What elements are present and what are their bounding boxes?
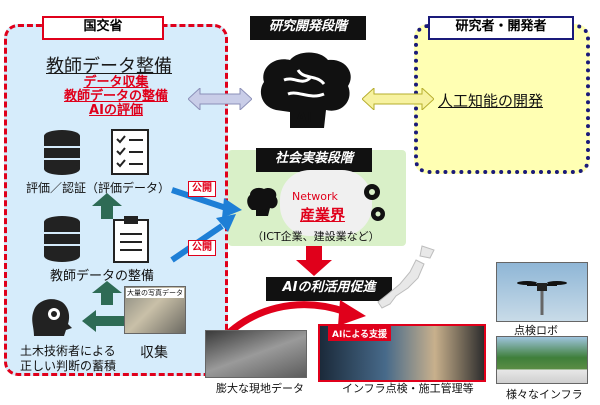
various-infra-caption: 様々なインフラ bbox=[506, 388, 583, 401]
database-icon bbox=[44, 130, 80, 175]
arrow-up-icon bbox=[92, 281, 122, 305]
ai-development-label: 人工知能の開発 bbox=[438, 92, 544, 110]
developer-title: 研究者・開発者 bbox=[428, 16, 574, 40]
evaluation-database-icons bbox=[44, 129, 149, 175]
drone-icon bbox=[517, 281, 567, 315]
japan-map-icon bbox=[377, 245, 435, 309]
double-arrow-icon bbox=[362, 88, 434, 110]
network-cloud bbox=[280, 170, 372, 236]
ministry-title: 国交省 bbox=[42, 16, 164, 40]
gear-icon bbox=[364, 184, 385, 221]
evaluation-label: 評価／認証（評価データ） bbox=[26, 181, 171, 195]
task-item-collect: データ収集 bbox=[83, 75, 149, 90]
arrow-left-icon bbox=[82, 310, 124, 332]
social-stage-title: 社会実装段階 bbox=[256, 148, 372, 172]
ai-brain-icon bbox=[260, 52, 351, 128]
ai-support-badge: AIによる支援 bbox=[328, 326, 392, 341]
task-item-prepare: 教師データの整備 bbox=[63, 89, 168, 104]
field-data-caption: 膨大な現地データ bbox=[216, 382, 304, 395]
arrow-down-icon bbox=[296, 246, 332, 276]
database-icon bbox=[44, 216, 80, 262]
teacher-data-heading: 教師データ整備 bbox=[46, 56, 172, 77]
dam-photo bbox=[496, 336, 588, 384]
ai-promotion-title: AIの利活用促進 bbox=[266, 277, 392, 301]
small-ai-brain-icon bbox=[247, 187, 278, 216]
industry-sub-label: （ICT企業、建設業など） bbox=[252, 230, 380, 243]
teacher-data-label: 教師データの整備 bbox=[50, 269, 155, 284]
engineer-head-icon bbox=[32, 299, 72, 336]
research-stage-title: 研究開発段階 bbox=[250, 16, 366, 40]
engineer-label-2: 正しい判断の蓄積 bbox=[20, 359, 117, 373]
infra-management-caption: インフラ点検・施工管理等 bbox=[342, 382, 474, 395]
checklist-icon bbox=[111, 129, 149, 175]
social-ai-label: AI bbox=[258, 208, 269, 218]
arrow-up-icon bbox=[92, 193, 122, 219]
engineer-label-1: 土木技術者による bbox=[20, 344, 116, 358]
teacher-database-icons bbox=[44, 216, 149, 263]
ministry-task-list: データ収集 教師データの整備 AIの評価 bbox=[46, 76, 186, 118]
double-arrow-icon bbox=[188, 88, 252, 110]
publish-badge-2: 公開 bbox=[188, 240, 216, 256]
research-ai-label: AI bbox=[296, 110, 313, 126]
field-data-photo bbox=[205, 330, 307, 378]
photo-caption: 大量の写真データ bbox=[126, 288, 184, 298]
clipboard-icon bbox=[113, 216, 149, 263]
task-item-evaluate: AIの評価 bbox=[89, 103, 143, 118]
network-label: Network bbox=[292, 190, 338, 203]
publish-badge-1: 公開 bbox=[188, 181, 216, 197]
collect-label: 収集 bbox=[140, 345, 168, 361]
drone-photo bbox=[496, 262, 588, 322]
industry-label: 産業界 bbox=[300, 206, 346, 224]
drone-caption: 点検ロボ bbox=[514, 324, 558, 337]
photo-data-image: 大量の写真データ bbox=[124, 286, 186, 334]
